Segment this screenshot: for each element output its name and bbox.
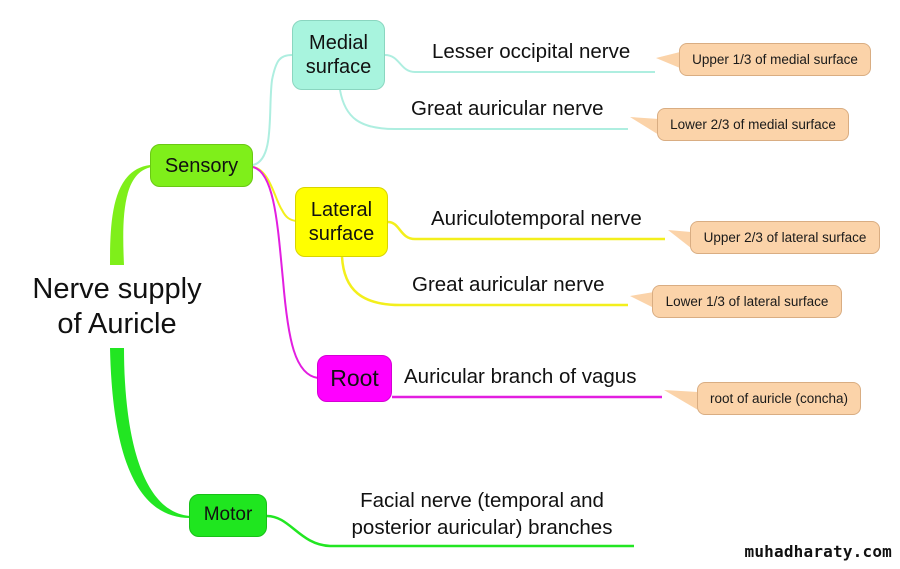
link-sensory-lateral bbox=[252, 166, 297, 222]
link-medial-great-auricular bbox=[339, 89, 628, 130]
callout-upper-lateral: Upper 2/3 of lateral surface bbox=[690, 221, 880, 254]
leaf-great-auricular-nerve-lateral[interactable]: Great auricular nerve bbox=[412, 273, 605, 296]
leaf-great-auricular-nerve-medial[interactable]: Great auricular nerve bbox=[411, 97, 604, 120]
callout-root: root of auricle (concha) bbox=[697, 382, 861, 415]
link-medial-lesser-occipital bbox=[384, 54, 655, 73]
link-lateral-great-auricular bbox=[340, 256, 628, 307]
node-medial-line1: Medial bbox=[309, 32, 368, 54]
leaf-facial-line1: Facial nerve (temporal and bbox=[360, 489, 604, 512]
callout-lower-lateral: Lower 1/3 of lateral surface bbox=[652, 285, 842, 318]
trunk-sensory bbox=[110, 165, 152, 265]
callout-pointer bbox=[668, 230, 691, 248]
link-sensory-medial bbox=[252, 54, 293, 166]
node-medial-surface[interactable]: Medial surface bbox=[292, 20, 385, 90]
callout-lower-medial: Lower 2/3 of medial surface bbox=[657, 108, 849, 141]
leaf-facial-nerve[interactable]: Facial nerve (temporal and posterior aur… bbox=[334, 488, 630, 541]
watermark: muhadharaty.com bbox=[744, 542, 892, 561]
central-topic-line2: of Auricle bbox=[57, 308, 177, 341]
callout-pointer bbox=[656, 52, 680, 68]
central-topic-line1: Nerve supply bbox=[32, 273, 202, 305]
node-lateral-line1: Lateral bbox=[310, 199, 373, 221]
node-sensory[interactable]: Sensory bbox=[150, 144, 253, 187]
callout-pointer bbox=[630, 117, 659, 135]
leaf-lesser-occipital-nerve[interactable]: Lesser occipital nerve bbox=[432, 40, 631, 63]
leaf-auriculotemporal-nerve[interactable]: Auriculotemporal nerve bbox=[431, 207, 642, 230]
central-topic[interactable]: Nerve supply of Auricle bbox=[22, 272, 212, 343]
trunk-motor bbox=[110, 348, 190, 518]
leaf-auricular-branch-of-vagus[interactable]: Auricular branch of vagus bbox=[404, 365, 637, 388]
link-motor-facial bbox=[266, 514, 634, 548]
node-motor[interactable]: Motor bbox=[189, 494, 267, 537]
node-lateral-surface[interactable]: Lateral surface bbox=[295, 187, 388, 257]
link-lateral-auriculotemporal bbox=[387, 220, 665, 241]
callout-pointer bbox=[630, 292, 654, 308]
node-lateral-line2: surface bbox=[308, 223, 375, 245]
node-sensory-label: Sensory bbox=[164, 154, 239, 177]
node-medial-line2: surface bbox=[305, 56, 372, 78]
link-sensory-root bbox=[252, 166, 319, 379]
callout-upper-medial: Upper 1/3 of medial surface bbox=[679, 43, 871, 76]
leaf-facial-line2: posterior auricular) branches bbox=[351, 515, 613, 539]
callout-pointer bbox=[664, 390, 698, 410]
node-root[interactable]: Root bbox=[317, 355, 392, 402]
node-root-label: Root bbox=[330, 364, 379, 391]
node-motor-label: Motor bbox=[203, 504, 253, 526]
